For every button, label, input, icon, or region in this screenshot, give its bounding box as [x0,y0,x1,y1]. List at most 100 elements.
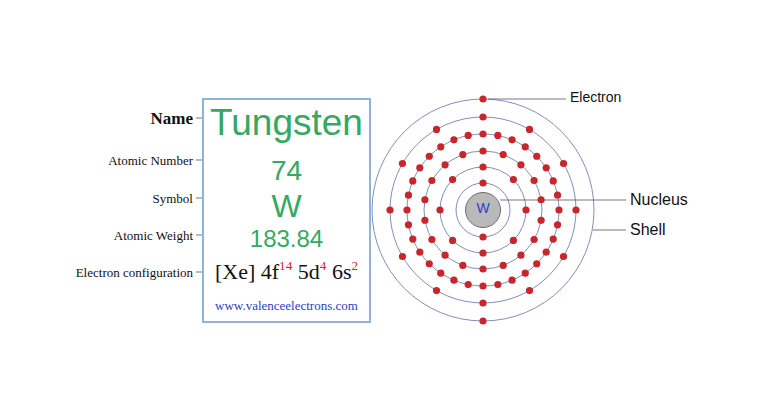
field-label: Name [151,110,193,127]
element-symbol: W [204,190,369,222]
electron-dot [433,287,440,294]
electron-dot [560,160,567,167]
part-label: Nucleus [630,192,688,208]
shell-ring [390,117,576,303]
electron-dot [538,217,545,224]
electron-dot [437,143,444,150]
electron-dot [479,147,486,154]
electron-dot [450,277,457,284]
atomic-number: 74 [204,157,369,185]
electron-dot [479,95,486,102]
field-label: Atomic Number [108,154,193,167]
website-url: www.valenceelectrons.com [204,299,369,312]
electron-dot [517,252,524,259]
electron-dot [459,262,466,269]
electron-dot [479,249,486,256]
electron-dot [450,136,457,143]
electron-dot [530,177,537,184]
element-card: Tungsten 74W 183.84 [Xe] 4f14 5d4 6s2 www.va… [202,98,371,323]
electron-dot [409,177,416,184]
electron-dot [421,217,428,224]
electron-dot [479,317,486,324]
electron-dot [550,235,557,242]
electron-dot [510,176,517,183]
leader-line [593,230,626,231]
electron-dot [517,161,524,168]
electron-dot [426,153,433,160]
shell-ring [456,183,510,237]
electron-dot [479,265,486,272]
electron-dot [449,176,456,183]
electron-dot [500,151,507,158]
electron-dot [560,253,567,260]
electron-dot [437,270,444,277]
field-label: Electron configuration [76,266,193,279]
electron-dot [479,179,486,186]
electron-dot [459,151,466,158]
part-label: Electron [570,90,621,104]
electron-dot [510,237,517,244]
electron-dot [405,192,412,199]
field-label: Atomic Weight [114,229,193,242]
element-name: Tungsten [204,104,369,141]
electron-dot [543,249,550,256]
electron-dot [508,136,515,143]
electron-dot [526,126,533,133]
leader-line [488,99,566,100]
electron-dot [526,287,533,294]
electron-dot [494,132,501,139]
nucleus-circle: W [465,192,501,228]
part-label: Shell [630,222,666,238]
electron-dot [465,132,472,139]
electron-dot [530,236,537,243]
electron-dot [399,253,406,260]
electron-dot [522,143,529,150]
electron-dot [555,206,562,213]
electron-dot [428,236,435,243]
electron-dot [508,277,515,284]
electron-dot [409,235,416,242]
electron-dot [479,163,486,170]
electron-dot [479,282,486,289]
electron-dot [538,196,545,203]
electron-dot [449,237,456,244]
electron-dot [403,206,410,213]
shell-ring [407,134,559,286]
shell-ring [424,151,542,269]
electron-dot [554,192,561,199]
electron-dot [399,160,406,167]
electron-dot [479,233,486,240]
leader-line [500,200,626,201]
electron-dot [433,126,440,133]
electron-dot [522,206,529,213]
electron-dot [386,206,393,213]
electron-dot [533,260,540,267]
electron-dot [465,281,472,288]
electron-dot [428,177,435,184]
electron-dot [533,153,540,160]
electron-dot [405,221,412,228]
electron-dot [416,164,423,171]
electron-dot [522,270,529,277]
atomic-weight: 183.84 [204,227,369,251]
electron-dot [436,206,443,213]
electron-dot [416,249,423,256]
shell-ring [372,99,594,321]
electron-dot [554,221,561,228]
electron-dot [441,161,448,168]
electron-configuration: [Xe] 4f14 5d4 6s2 [204,261,369,283]
electron-dot [550,177,557,184]
shell-ring [440,167,526,253]
electron-dot [572,206,579,213]
electron-dot [421,196,428,203]
electron-dot [426,260,433,267]
electron-dot [479,130,486,137]
electron-dot [543,164,550,171]
electron-dot [479,113,486,120]
electron-dot [479,299,486,306]
electron-dot [500,262,507,269]
electron-dot [441,252,448,259]
electron-dot [494,281,501,288]
field-label: Symbol [153,192,193,205]
